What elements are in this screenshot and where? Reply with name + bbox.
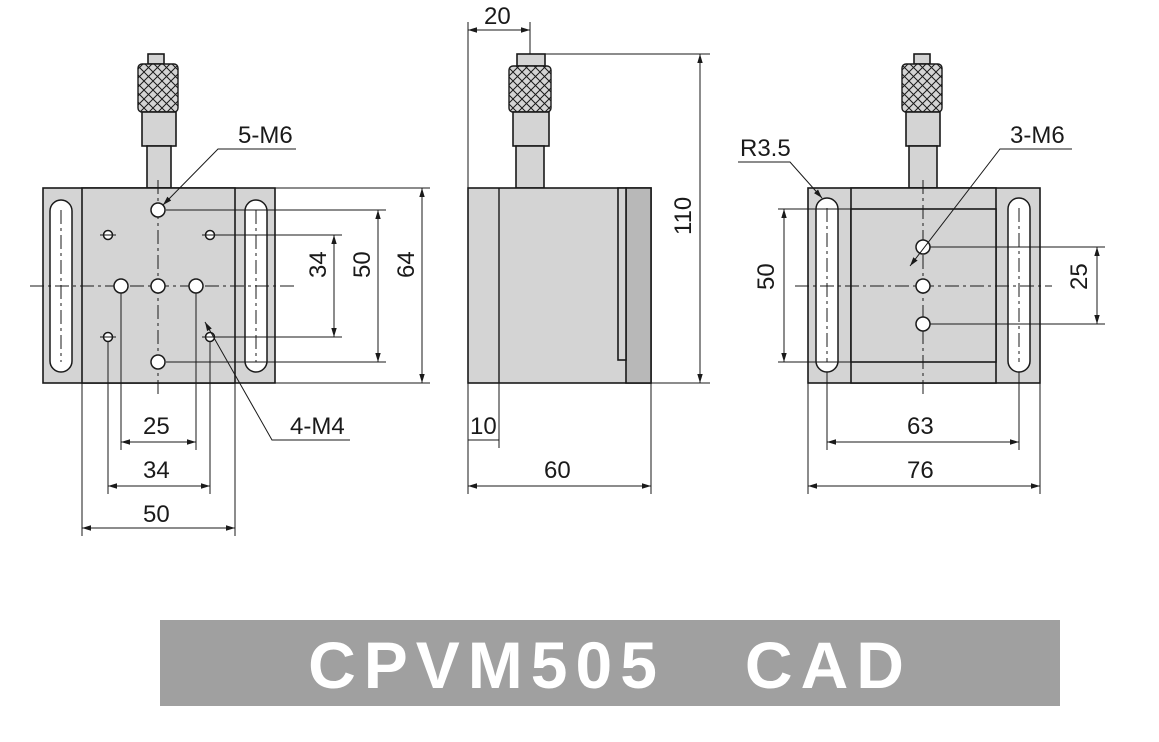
micrometer-knob (137, 53, 179, 189)
banner-background (160, 620, 1060, 706)
right-view: R3.5 3-M6 50 25 63 76 (738, 53, 1105, 494)
dim-right-25-vertical: 25 (1066, 263, 1093, 290)
callout-4-m4: 4-M4 (290, 413, 345, 440)
side-view: 20 110 10 60 (467, 3, 710, 494)
dim-side-60: 60 (544, 457, 571, 484)
side-carriage-plate (625, 187, 652, 384)
dim-side-20: 20 (484, 3, 511, 30)
callout-r3-5: R3.5 (740, 135, 791, 162)
dim-side-10: 10 (470, 413, 497, 440)
dim-side-110: 110 (670, 197, 697, 235)
callout-5-m6: 5-M6 (238, 122, 293, 149)
dim-front-50-vertical: 50 (349, 251, 376, 278)
dim-front-34-vertical: 34 (305, 251, 332, 278)
front-view: 5-M6 4-M4 34 50 64 25 34 50 (30, 53, 430, 536)
dim-front-50-horizontal: 50 (143, 501, 170, 528)
dim-front-34-horizontal: 34 (143, 457, 170, 484)
dim-right-50-vertical: 50 (753, 263, 780, 290)
dim-front-25-horizontal: 25 (143, 413, 170, 440)
dim-front-64-vertical: 64 (393, 251, 420, 278)
callout-3-m6: 3-M6 (1010, 122, 1065, 149)
side-micrometer-knob (508, 53, 552, 189)
front-m4-holes (100, 229, 218, 343)
right-micrometer-knob (901, 53, 943, 189)
right-m6-holes (915, 239, 931, 332)
dim-right-63: 63 (907, 413, 934, 440)
dim-right-76: 76 (907, 457, 934, 484)
